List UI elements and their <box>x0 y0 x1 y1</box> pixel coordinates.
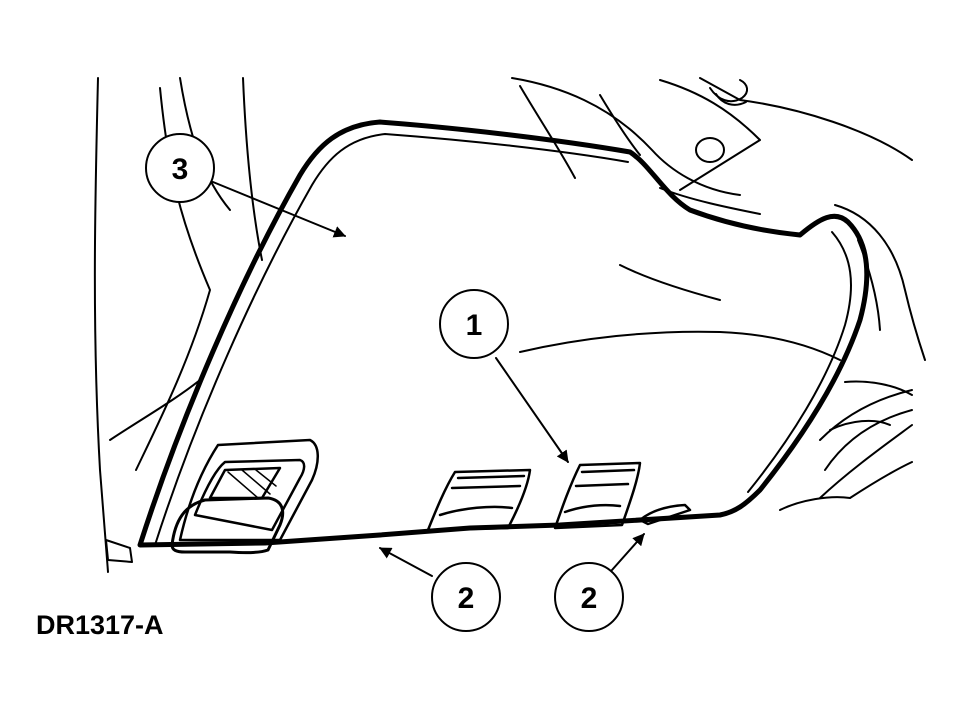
callout-2b: 2 <box>554 562 624 632</box>
trim-panel-right-edge <box>747 231 853 493</box>
leader-lines <box>212 181 645 577</box>
trim-panel <box>137 119 870 548</box>
clip-right <box>638 503 692 526</box>
callout-2a-label: 2 <box>458 582 475 615</box>
trim-panel-inner-edge <box>154 133 629 546</box>
trim-panel-outline <box>137 119 870 548</box>
callout-2a: 2 <box>431 562 501 632</box>
figure-code: DR1317-A <box>36 610 164 640</box>
clip-left <box>426 468 532 532</box>
callout-1: 1 <box>439 289 509 359</box>
callout-1-label: 1 <box>466 309 483 342</box>
callout-3: 3 <box>145 133 215 203</box>
clip-center <box>553 461 642 530</box>
callout-3-label: 3 <box>172 153 189 186</box>
callout-2b-label: 2 <box>581 582 598 615</box>
left-vent <box>170 438 319 555</box>
